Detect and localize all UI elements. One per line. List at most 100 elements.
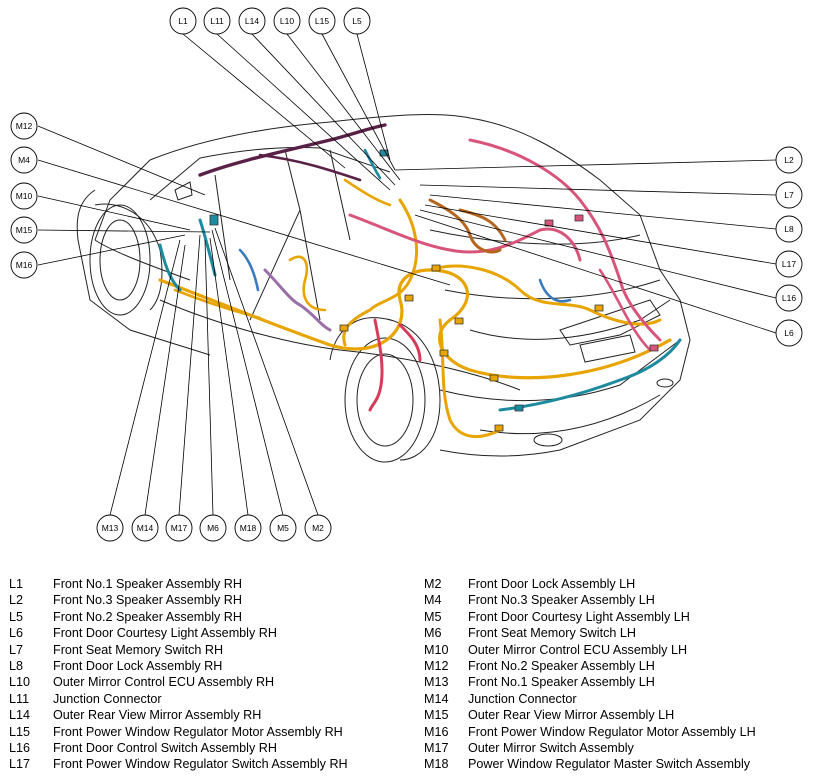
legend-code: L1 xyxy=(9,577,24,591)
callout-m17: M17 xyxy=(165,514,193,542)
callout-label: M6 xyxy=(207,523,219,533)
wiring-diagram: L1 L11 L14 L10 L15 L5 M12 M4 M10 M15 M16… xyxy=(10,7,803,542)
legend-row: L10 Outer Mirror Control ECU Assembly RH xyxy=(9,674,348,690)
harness-orange-branch-5 xyxy=(343,178,392,207)
legend-code: L6 xyxy=(9,626,24,641)
harness-pink-trunk xyxy=(598,268,652,352)
harness-teal-front xyxy=(158,218,217,292)
callout-label: M12 xyxy=(16,121,33,131)
legend-code: L11 xyxy=(9,691,30,706)
callout-l15: L15 xyxy=(308,7,336,35)
callout-label: L1 xyxy=(178,16,188,26)
callout-m16: M16 xyxy=(10,251,38,279)
callout-label: M16 xyxy=(16,260,33,270)
legend-label: Front No.2 Speaker Assembly LH xyxy=(468,659,655,674)
legend-code: M6 xyxy=(424,626,442,641)
legend-label: Front No.1 Speaker Assembly RH xyxy=(53,577,242,591)
callout-label: M17 xyxy=(171,523,188,533)
legend-row: L6 Front Door Courtesy Light Assembly RH xyxy=(9,625,348,641)
callout-label: M15 xyxy=(16,225,33,235)
legend-label: Outer Rear View Mirror Assembly RH xyxy=(53,708,262,723)
harness-orange-main xyxy=(158,268,672,380)
legend-row: L1 Front No.1 Speaker Assembly RH xyxy=(9,576,348,592)
callout-label: L2 xyxy=(784,155,794,165)
callout-label: L10 xyxy=(280,16,294,26)
legend-label: Front Power Window Regulator Switch Asse… xyxy=(53,757,348,772)
legend-code: L7 xyxy=(9,642,24,657)
callout-m12: M12 xyxy=(10,112,38,140)
harness-pink-roof xyxy=(468,138,662,342)
connector-markers xyxy=(339,264,604,432)
legend-label: Front No.1 Speaker Assembly LH xyxy=(468,675,655,690)
legend-code: M17 xyxy=(424,741,449,756)
callout-l17: L17 xyxy=(775,250,803,278)
legend-code: L10 xyxy=(9,675,31,690)
connector-markers-pink xyxy=(544,214,659,352)
callouts-bottom: M13 M14 M17 M6 M18 M5 M2 xyxy=(96,514,332,542)
callout-l14: L14 xyxy=(238,7,266,35)
harness-purple-roof xyxy=(198,123,387,177)
legend-label: Outer Mirror Control ECU Assembly RH xyxy=(53,675,275,690)
callout-label: L15 xyxy=(315,16,329,26)
callout-label: M18 xyxy=(240,523,257,533)
callout-m13: M13 xyxy=(96,514,124,542)
callout-label: L6 xyxy=(784,328,794,338)
callout-m10: M10 xyxy=(10,182,38,210)
callout-l1: L1 xyxy=(169,7,197,35)
callout-label: L5 xyxy=(352,16,362,26)
callout-label: M10 xyxy=(16,191,33,201)
legend-code: M16 xyxy=(424,724,449,739)
harness-red xyxy=(368,318,422,412)
callout-m6: M6 xyxy=(199,514,227,542)
legend-label: Outer Mirror Switch Assembly xyxy=(468,741,634,756)
callout-label: L16 xyxy=(782,293,796,303)
legend-label: Front No.3 Speaker Assembly LH xyxy=(468,593,655,608)
legend-label: Front Door Courtesy Light Assembly RH xyxy=(53,626,277,641)
legend-label: Front No.3 Speaker Assembly RH xyxy=(53,593,242,608)
legend-label: Power Window Regulator Master Switch Ass… xyxy=(468,757,751,772)
callout-l16: L16 xyxy=(775,284,803,312)
callout-label: L8 xyxy=(784,224,794,234)
legend-label: Front Door Lock Assembly LH xyxy=(468,577,636,591)
callout-m18: M18 xyxy=(234,514,262,542)
callout-label: M14 xyxy=(137,523,154,533)
legend-label: Outer Mirror Control ECU Assembly LH xyxy=(468,642,688,657)
legend-row: L11 Junction Connector xyxy=(9,691,348,707)
callout-label: M4 xyxy=(18,155,30,165)
legend-code: L14 xyxy=(9,708,31,723)
harness-blue-door xyxy=(238,248,260,292)
callout-m2: M2 xyxy=(304,514,332,542)
callout-m14: M14 xyxy=(131,514,159,542)
legend-label: Junction Connector xyxy=(53,691,162,706)
callout-l11: L11 xyxy=(203,7,231,35)
callout-l5: L5 xyxy=(343,7,371,35)
callout-m15: M15 xyxy=(10,216,38,244)
wire-harnesses xyxy=(158,123,682,439)
legend-row: L17 Front Power Window Regulator Switch A… xyxy=(9,756,348,772)
legend-label: Front Seat Memory Switch LH xyxy=(468,626,636,641)
legend-code: M14 xyxy=(424,691,449,706)
leader-lines xyxy=(37,33,777,516)
legend-row: L14 Outer Rear View Mirror Assembly RH xyxy=(9,707,348,723)
legend-code: L16 xyxy=(9,741,31,756)
callout-l7: L7 xyxy=(775,181,803,209)
legend-label: Front Door Courtesy Light Assembly LH xyxy=(468,609,690,624)
callout-m5: M5 xyxy=(269,514,297,542)
legend-code: L17 xyxy=(9,757,31,772)
harness-orange-branch-4 xyxy=(288,255,327,312)
legend-code: M15 xyxy=(424,708,449,723)
harness-orange-door xyxy=(173,288,262,320)
legend-row: M12 Front No.2 Speaker Assembly LH xyxy=(424,658,756,674)
legend-code: M12 xyxy=(424,659,449,674)
